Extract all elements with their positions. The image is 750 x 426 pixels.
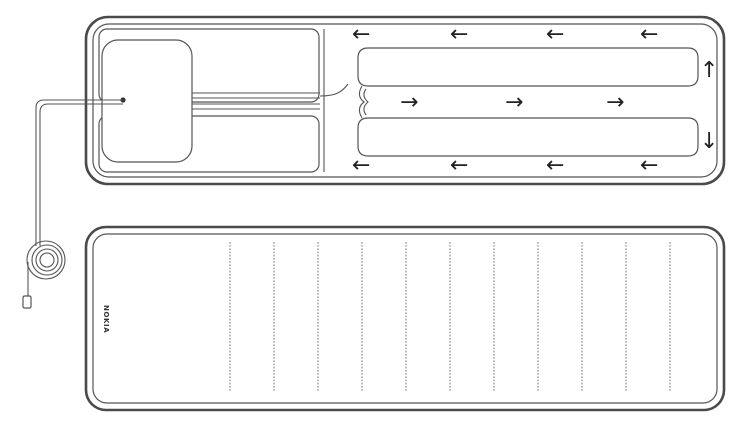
air-chamber-link-inner: [363, 88, 369, 116]
power-cable-wire-2: [39, 103, 123, 246]
flow-arrow-middle-1: →: [400, 90, 418, 115]
cable-coil-core: [39, 252, 55, 268]
flow-arrow-top-3: ←: [546, 22, 564, 47]
air-chamber-lower: [357, 117, 699, 157]
flow-arrow-middle-3: →: [606, 90, 624, 115]
sensor-module: [101, 39, 193, 163]
flow-arrow-middle-2: →: [505, 90, 523, 115]
air-chamber-link: [358, 85, 365, 119]
bottom-mat-view: NOKIA: [84, 225, 726, 412]
air-tube-connector: [319, 83, 349, 97]
flow-arrow-top-4: ←: [640, 22, 658, 47]
top-mat-view: ← ← ← ← → → → ← ← ← ← ↑ ↓: [84, 15, 726, 186]
air-chamber-upper: [357, 47, 699, 87]
cable-coil-mid: [31, 244, 63, 276]
power-cable-wire: [35, 99, 123, 246]
flow-arrow-bottom-3: ←: [546, 153, 564, 178]
brand-logo-text: NOKIA: [102, 305, 110, 333]
flow-arrow-top-1: ←: [352, 22, 370, 47]
power-cable: [22, 99, 123, 309]
flow-arrow-bottom-2: ←: [450, 153, 468, 178]
flow-arrow-right-down: ↓: [700, 129, 718, 154]
flow-arrow-bottom-4: ←: [640, 153, 658, 178]
flow-arrow-top-2: ←: [450, 22, 468, 47]
flow-arrow-bottom-1: ←: [352, 153, 370, 178]
bottom-mat-inner-border: [92, 233, 718, 404]
cable-coil-outer: [26, 240, 66, 280]
quilting-lines: [229, 242, 671, 392]
flow-arrow-right-up: ↑: [700, 58, 718, 83]
usb-plug: [22, 295, 32, 309]
cable-coil-inner: [35, 248, 59, 272]
